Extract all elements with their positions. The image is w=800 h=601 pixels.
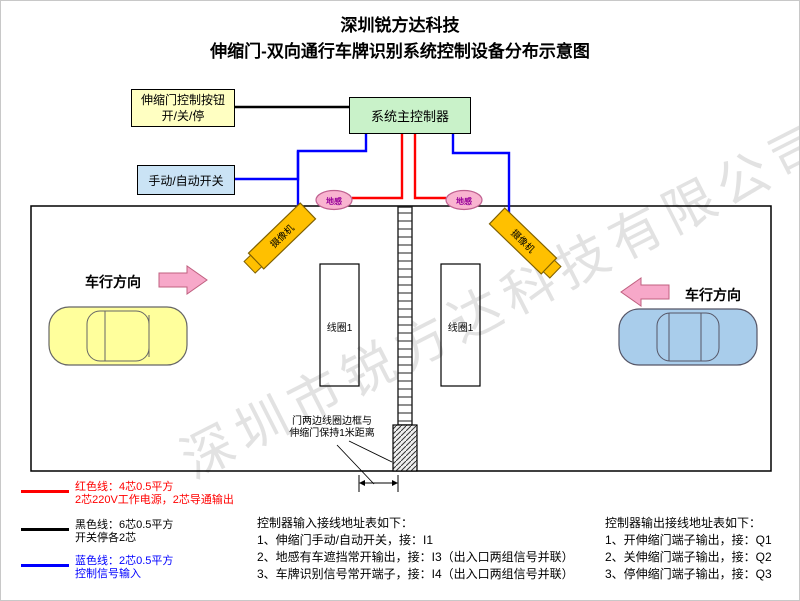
diagram-title: 伸缩门-双向通行车牌识别系统控制设备分布示意图 <box>210 42 590 61</box>
legend-red-line-sample <box>21 490 69 493</box>
coil-right-rect <box>440 263 481 387</box>
legend-blue-text: 蓝色线：2芯0.5平方 控制信号输入 <box>75 555 173 581</box>
legend-red-line-2: 2芯220V工作电源，2芯导通输出 <box>75 494 234 506</box>
gate-control-button-box: 伸缩门控制按钮 开/关/停 <box>131 89 235 127</box>
note-leader-line-1 <box>348 440 393 463</box>
gate-distance-note-line-1: 门两边线圈边框与 <box>292 416 372 427</box>
coil-right-label: 线圈1 <box>447 323 474 334</box>
legend-blue-line-1: 蓝色线：2芯0.5平方 <box>75 555 174 567</box>
company-title: 深圳锐方达科技 <box>340 16 460 35</box>
legend-blue-line-sample <box>21 564 69 567</box>
blue-wire-to-right-camera <box>451 132 511 217</box>
red-wire-to-right-sensor <box>413 132 446 200</box>
dimension-marks <box>358 475 399 492</box>
camera-left-lens <box>243 254 263 274</box>
car-yellow <box>48 306 188 366</box>
gate-distance-note: 门两边线圈边框与 伸缩门保持1米距离 <box>283 416 381 440</box>
blue-wire-switch-to-controller <box>233 132 368 181</box>
legend-black-line-sample <box>21 528 69 531</box>
direction-arrow-left-icon <box>620 277 670 307</box>
retractable-gate <box>397 206 413 426</box>
input-table-row-3: 3、车牌识别信号常开端子，接：I4（出入口两组信号并联） <box>257 567 574 581</box>
ground-sensor-left-label: 地感 <box>326 197 342 206</box>
input-table-row-2: 2、地感有车遮挡常开输出，接：I3（出入口两组信号并联） <box>257 550 574 564</box>
input-table-title: 控制器输入接线地址表如下： <box>257 516 414 530</box>
direction-label-right: 车行方向 <box>685 287 741 303</box>
gate-control-button-label-1: 伸缩门控制按钮 <box>140 93 225 107</box>
coil-left-label: 线圈1 <box>326 323 353 334</box>
legend-red-text: 红色线：4芯0.5平方 2芯220V工作电源，2芯导通输出 <box>75 481 234 507</box>
gate-control-button-label-2: 开/关/停 <box>161 109 205 123</box>
gate-distance-note-line-2: 伸缩门保持1米距离 <box>289 428 375 439</box>
legend-black-line-2: 开关停各2芯 <box>75 532 137 544</box>
direction-label-left: 车行方向 <box>85 274 141 290</box>
coil-left-rect <box>319 263 360 387</box>
legend-blue-line-2: 控制信号输入 <box>75 568 141 580</box>
camera-right-lens <box>542 259 562 279</box>
note-leader-line-2 <box>336 444 375 485</box>
legend-red-line-1: 红色线：4芯0.5平方 <box>75 481 174 493</box>
ground-sensor-right-label: 地感 <box>456 197 472 206</box>
ground-sensor-right <box>445 189 483 211</box>
camera-left: 摄像机 <box>243 202 317 274</box>
manual-auto-switch-label: 手动/自动开关 <box>148 173 224 188</box>
output-table-row-3: 3、停伸缩门端子输出，接：Q3 <box>605 567 772 581</box>
car-blue <box>618 308 758 366</box>
legend-black-line-1: 黑色线：6芯0.5平方 <box>75 519 174 531</box>
red-wire-to-left-sensor <box>352 132 404 200</box>
output-table-title: 控制器输出接线地址表如下： <box>605 516 762 530</box>
output-table-row-1: 1、开伸缩门端子输出，接：Q1 <box>605 533 772 547</box>
gate-machine-base <box>392 424 418 472</box>
camera-right: 摄像机 <box>488 207 562 279</box>
ground-sensor-left <box>315 189 353 211</box>
input-table-row-1: 1、伸缩门手动/自动开关，接：I1 <box>257 533 434 547</box>
legend-black-text: 黑色线：6芯0.5平方 开关停各2芯 <box>75 519 173 545</box>
main-controller-label: 系统主控制器 <box>370 109 449 124</box>
output-table-row-2: 2、关伸缩门端子输出，接：Q2 <box>605 550 772 564</box>
main-controller-box: 系统主控制器 <box>349 97 471 134</box>
direction-arrow-right-icon <box>158 265 208 295</box>
manual-auto-switch-box: 手动/自动开关 <box>137 165 235 195</box>
input-address-table: 控制器输入接线地址表如下： 1、伸缩门手动/自动开关，接：I1 2、地感有车遮挡… <box>257 515 574 583</box>
output-address-table: 控制器输出接线地址表如下： 1、开伸缩门端子输出，接：Q1 2、关伸缩门端子输出… <box>605 515 772 583</box>
